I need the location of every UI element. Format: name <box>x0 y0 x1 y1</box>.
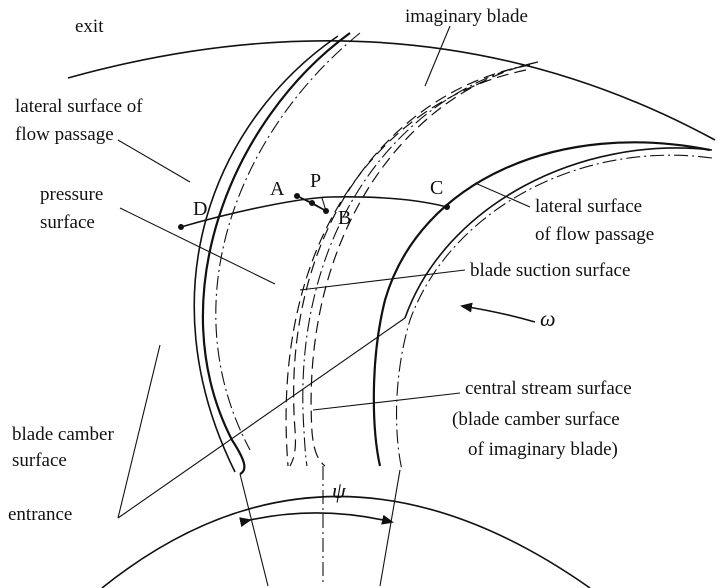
radial-line-right <box>379 469 401 587</box>
label-pressure-1: pressure <box>40 184 103 205</box>
point-c <box>444 204 450 210</box>
label-central-1: central stream surface <box>465 378 632 399</box>
label-psi: ψ <box>332 478 346 503</box>
left-blade-lateral-dashdot <box>215 32 361 451</box>
right-blade-solid-edge <box>372 141 711 467</box>
imaginary-blade-dash-2 <box>310 61 539 467</box>
left-blade-back-edge <box>193 35 339 473</box>
point-b <box>323 208 329 214</box>
imaginary-blade-camber <box>302 62 535 467</box>
label-lateral-right-2: of flow passage <box>535 224 654 245</box>
point-p <box>309 200 315 206</box>
leader-central <box>312 392 461 411</box>
label-central-3: of imaginary blade) <box>468 439 618 460</box>
label-central-2: (blade camber surface <box>452 409 620 430</box>
point-d <box>178 224 184 230</box>
label-lateral-right-1: lateral surface <box>535 196 642 217</box>
radial-line-left <box>239 473 269 587</box>
psi-angle-arc <box>239 512 394 527</box>
exit-circle-arc <box>67 39 716 141</box>
entrance-circle-arc <box>101 495 591 588</box>
point-label-a: A <box>270 178 285 200</box>
right-blade-camber-dashdot <box>395 154 713 471</box>
label-omega: ω <box>540 306 556 331</box>
label-camber-1: blade camber <box>12 424 114 445</box>
label-exit: exit <box>75 16 104 37</box>
label-imaginary-blade: imaginary blade <box>405 6 528 27</box>
point-label-p: P <box>310 170 321 192</box>
label-lateral-left-1: lateral surface of <box>15 96 143 117</box>
omega-arrow <box>460 302 536 323</box>
label-suction-surface: blade suction surface <box>470 260 630 281</box>
leader-lateral-right <box>474 182 531 208</box>
left-blade-solid-edge <box>201 32 351 475</box>
label-camber-2: surface <box>12 450 67 471</box>
point-a <box>294 193 300 199</box>
leader-suction <box>299 269 466 291</box>
point-label-c: C <box>430 177 443 199</box>
leader-camber-2 <box>117 317 406 519</box>
label-entrance: entrance <box>8 504 72 525</box>
label-pressure-2: surface <box>40 212 95 233</box>
leader-imaginary-blade <box>424 25 451 87</box>
leader-pressure <box>119 207 276 285</box>
point-label-d: D <box>193 198 207 220</box>
label-lateral-left-2: flow passage <box>15 124 114 145</box>
streamline-d-c <box>180 196 448 228</box>
leader-camber-1 <box>117 344 161 519</box>
leader-lateral-left <box>117 139 191 183</box>
point-label-b: B <box>338 207 351 229</box>
imaginary-blade-inner-dash <box>285 69 527 467</box>
